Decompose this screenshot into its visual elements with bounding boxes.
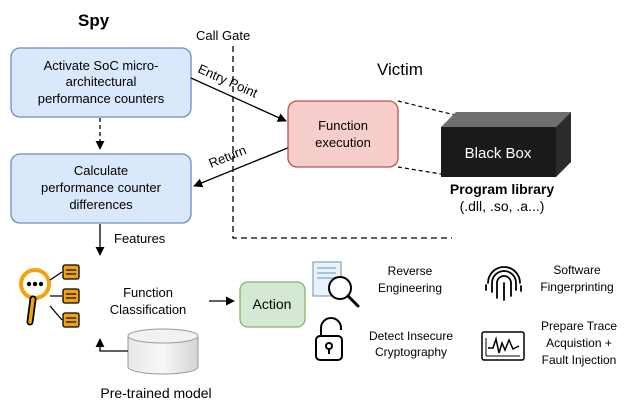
calculate-line-1: Calculate bbox=[74, 163, 128, 178]
database-cylinder-icon bbox=[127, 328, 199, 375]
call-gate-boundary bbox=[232, 46, 452, 239]
classification-line-2: Classification bbox=[110, 302, 187, 317]
features-label: Features bbox=[114, 231, 166, 246]
fingerprint-icon bbox=[485, 266, 522, 301]
prepare-trace-line-1: Prepare Trace bbox=[541, 319, 617, 333]
program-library-ext: (.dll, .so, .a...) bbox=[460, 198, 545, 214]
black-box-connector-bottom bbox=[397, 166, 442, 175]
activate-line-2: architectural bbox=[66, 74, 137, 89]
prepare-trace-line-2: Acquistion + bbox=[546, 336, 612, 350]
model-to-classifier-arrow bbox=[95, 338, 128, 352]
detect-crypto-line-2: Cryptography bbox=[375, 345, 447, 359]
action-label: Action bbox=[253, 296, 292, 312]
black-box-connector-top bbox=[397, 100, 464, 118]
detect-crypto-line-1: Detect Insecure bbox=[369, 329, 453, 343]
calculate-line-2: performance counter bbox=[41, 180, 162, 195]
program-library-label: Program library bbox=[450, 181, 554, 197]
black-box-label: Black Box bbox=[465, 145, 532, 162]
calculate-differences-box[interactable]: Calculate performance counter difference… bbox=[10, 153, 192, 224]
classification-line-1: Function bbox=[123, 285, 173, 300]
pretrained-model-label: Pre-trained model bbox=[100, 385, 211, 401]
magnifier-with-documents-icon bbox=[19, 264, 80, 328]
padlock-icon bbox=[315, 317, 343, 361]
function-exec-line-1: Function bbox=[318, 118, 368, 133]
activate-line-1: Activate SoC micro- bbox=[44, 58, 159, 73]
software-fp-line-2: Fingerprinting bbox=[540, 280, 613, 294]
victim-heading: Victim bbox=[377, 60, 423, 79]
activate-counters-box[interactable]: Activate SoC micro- architectural perfor… bbox=[10, 47, 192, 118]
function-exec-line-2: execution bbox=[315, 135, 371, 150]
software-fp-line-1: Software bbox=[553, 263, 601, 277]
calculate-line-3: differences bbox=[69, 197, 133, 212]
spy-heading: Spy bbox=[78, 11, 110, 30]
oscilloscope-trace-icon bbox=[481, 331, 525, 361]
action-box[interactable]: Action bbox=[239, 281, 306, 328]
prepare-trace-line-3: Fault Injection bbox=[542, 353, 617, 367]
black-box: Black Box bbox=[441, 112, 571, 177]
activate-line-3: performance counters bbox=[38, 91, 165, 106]
function-execution-box[interactable]: Function execution bbox=[287, 100, 399, 168]
magnifier-document-icon bbox=[312, 261, 360, 308]
reverse-eng-line-2: Engineering bbox=[378, 281, 442, 295]
entry-point-arrow bbox=[190, 77, 287, 122]
return-arrow bbox=[193, 146, 291, 188]
reverse-eng-line-1: Reverse bbox=[388, 264, 433, 278]
call-gate-label: Call Gate bbox=[196, 28, 250, 43]
